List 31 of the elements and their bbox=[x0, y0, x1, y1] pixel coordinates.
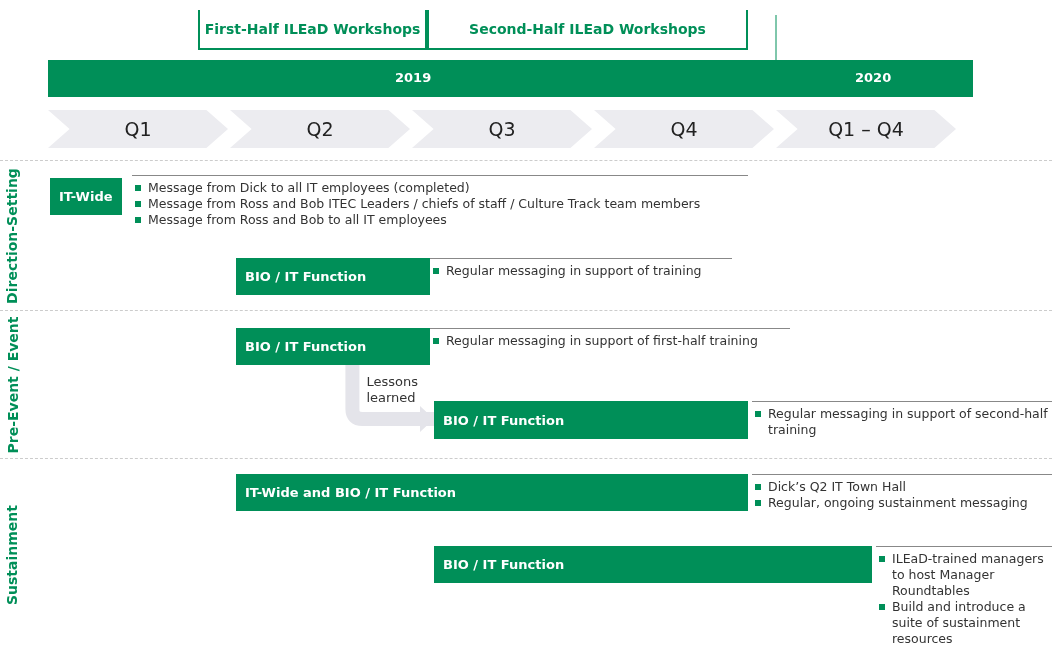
timeline-bar: BIO / IT Function bbox=[236, 258, 430, 295]
bullet-text: Message from Dick to all IT employees (completed) bbox=[132, 180, 748, 196]
timeline-bar: IT-Wide and BIO / IT Function bbox=[236, 474, 748, 511]
bent-arrow bbox=[345, 364, 434, 432]
bullet-text: Message from Ross and Bob ITEC Leaders / chiefs of staff / Culture Track team members bbox=[132, 196, 748, 212]
timeline-bar: BIO / IT Function bbox=[434, 546, 872, 583]
edge-label: Lessons learned bbox=[366, 374, 419, 406]
timeline-bar: BIO / IT Function bbox=[434, 401, 748, 439]
quarter-tab: Q3 bbox=[412, 110, 592, 148]
workshop-bracket: First-Half ILEaD Workshops bbox=[198, 10, 427, 50]
year-band bbox=[48, 60, 973, 97]
workshop-bracket: Second-Half ILEaD Workshops bbox=[427, 10, 748, 50]
year-label: 2019 bbox=[395, 70, 432, 85]
quarter-tab: Q2 bbox=[230, 110, 410, 148]
quarter-tab: Q1 – Q4 bbox=[776, 110, 956, 148]
bullet-text: Regular, ongoing sustainment messaging bbox=[752, 495, 1052, 511]
bullet-text: Message from Ross and Bob to all IT employees bbox=[132, 212, 748, 228]
bullet-text: ILEaD-trained managers to host Manager Roundtables bbox=[876, 551, 1052, 599]
section-label: Pre-Event / Event bbox=[4, 316, 20, 454]
section-label: Sustainment bbox=[4, 505, 20, 605]
bullet-text: Build and introduce a suite of sustainment resources bbox=[876, 599, 1052, 647]
quarter-tab: Q4 bbox=[594, 110, 774, 148]
timeline-bar: BIO / IT Function bbox=[236, 328, 430, 365]
timeline-bar: IT-Wide bbox=[50, 178, 122, 215]
bullet-text: Regular messaging in support of training bbox=[430, 263, 732, 279]
quarter-tab: Q1 bbox=[48, 110, 228, 148]
section-label: Direction-Setting bbox=[3, 168, 20, 304]
bullet-text: Dick’s Q2 IT Town Hall bbox=[752, 479, 1052, 495]
year-label: 2020 bbox=[855, 70, 892, 85]
bullet-text: Regular messaging in support of second-half training bbox=[752, 406, 1052, 438]
bullet-text: Regular messaging in support of first-half training bbox=[430, 333, 790, 349]
